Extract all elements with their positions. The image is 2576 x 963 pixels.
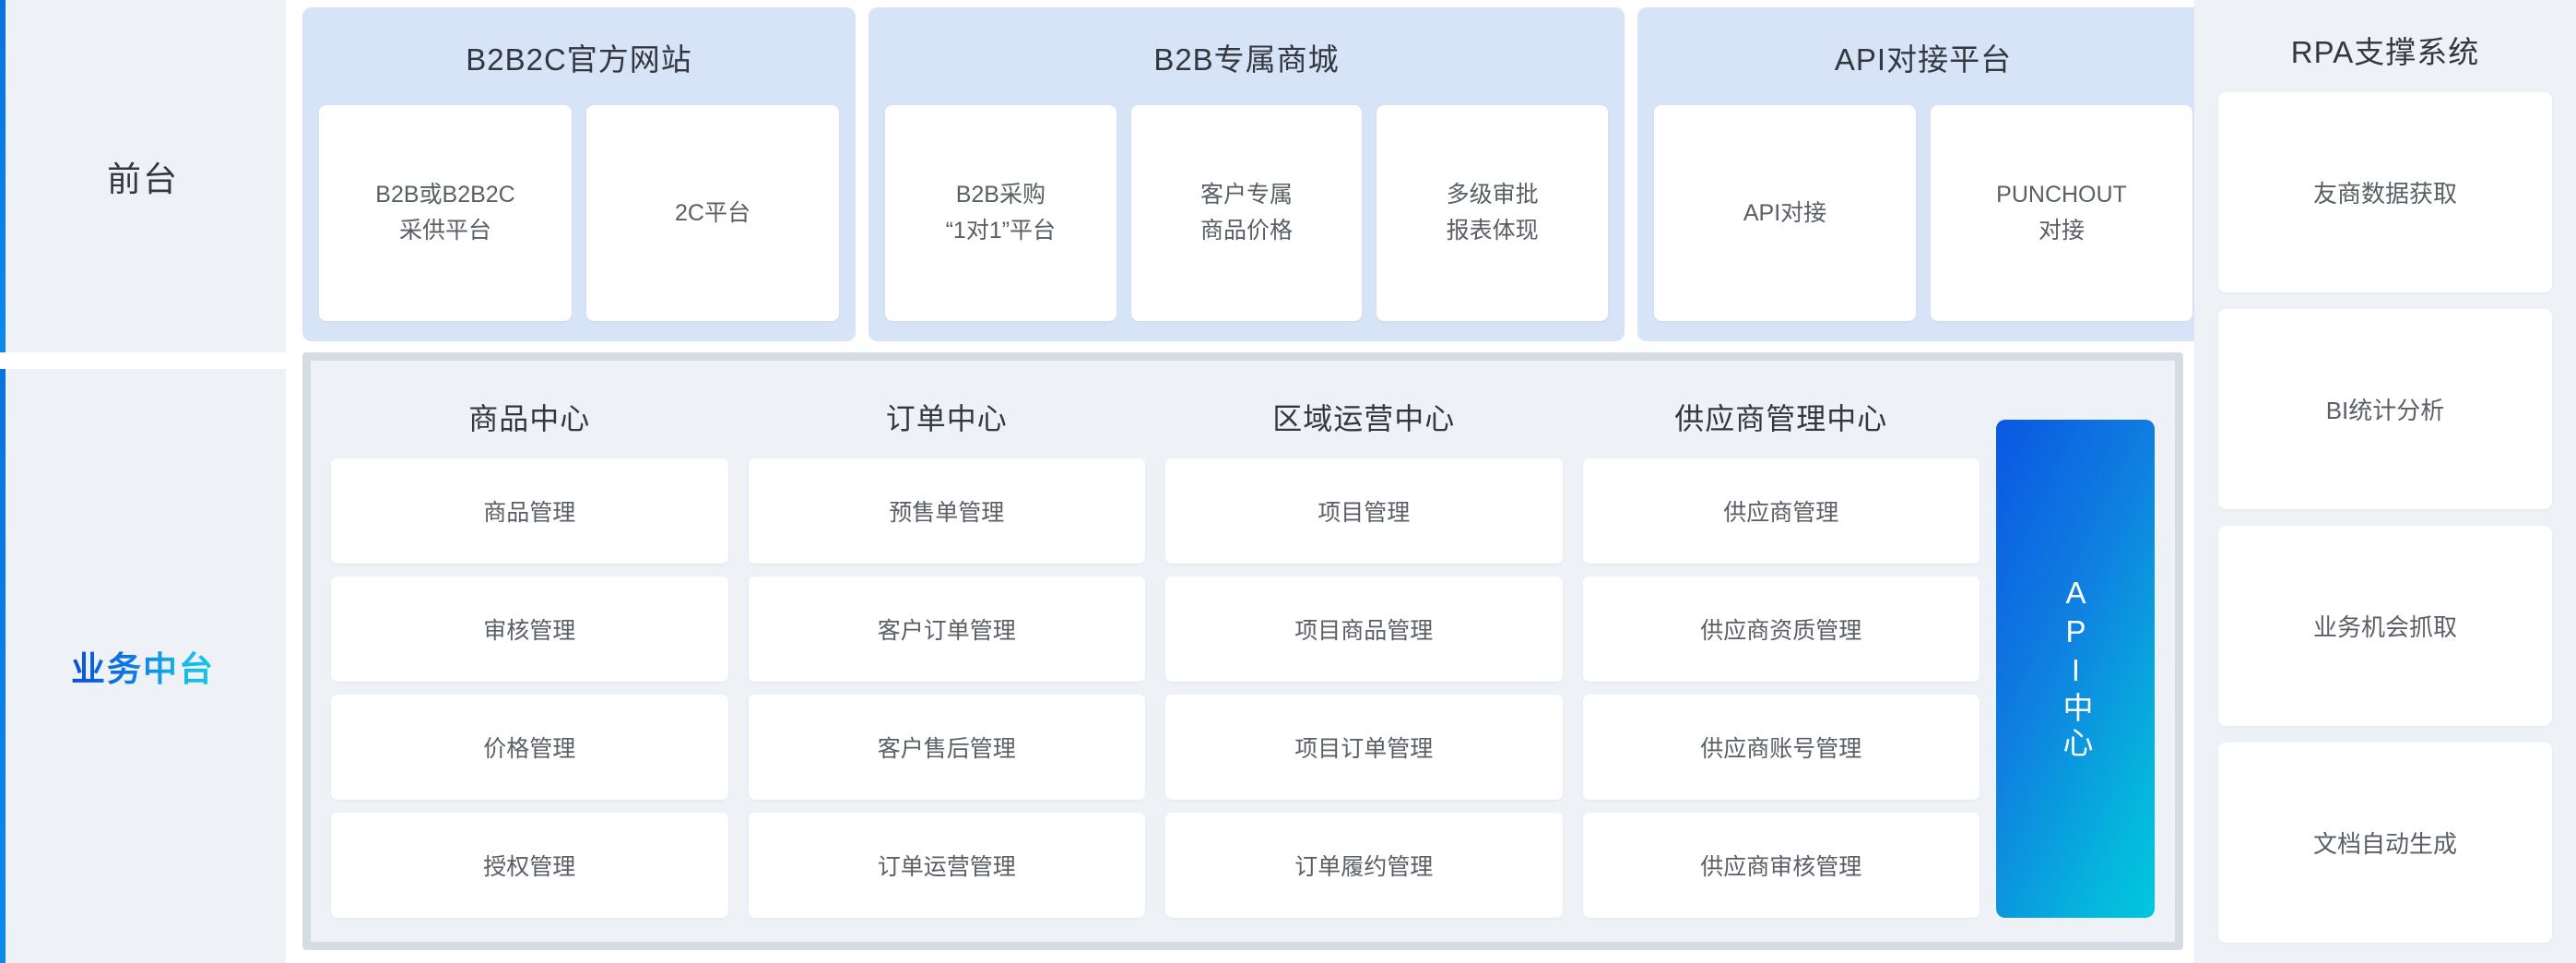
- rail-label-mid-platform: 业务中台: [71, 641, 215, 691]
- mid-column-supplier-management-center: 供应商管理中心 供应商管理 供应商资质管理 供应商账号管理 供应商审核管理: [1582, 372, 1979, 918]
- mid-column-item-list: 预售单管理 客户订单管理 客户售后管理 订单运营管理: [748, 458, 1145, 918]
- tile-label-line1: API对接: [1743, 199, 1827, 226]
- tile-label-line1: B2B采购: [955, 182, 1046, 208]
- tile-label-line2: 报表体现: [1446, 218, 1539, 244]
- front-layer-band: B2B2C官方网站 B2B或B2B2C 采供平台 2C平台: [286, 0, 2209, 352]
- mid-item-audit-management[interactable]: 审核管理: [331, 577, 728, 682]
- tile-label-line2: 对接: [2038, 218, 2085, 244]
- mid-column-title: 区域运营中心: [1272, 402, 1456, 435]
- mid-item-presale-order-management[interactable]: 预售单管理: [748, 458, 1145, 564]
- rail-cell-front: 前台: [0, 0, 286, 352]
- rpa-item-competitor-data-acquisition[interactable]: 友商数据获取: [2218, 92, 2552, 292]
- group-title: API对接平台: [1834, 42, 2013, 77]
- mid-column-title: 供应商管理中心: [1674, 402, 1888, 435]
- rail-divider: [0, 352, 286, 369]
- mid-column-title: 商品中心: [468, 402, 591, 435]
- tile-label-line2: 商品价格: [1200, 218, 1294, 244]
- rail-cell-mid-platform: 业务中台: [0, 369, 286, 963]
- mid-column-item-list: 供应商管理 供应商资质管理 供应商账号管理 供应商审核管理: [1582, 458, 1979, 918]
- mid-item-authorization-management[interactable]: 授权管理: [331, 813, 728, 918]
- mid-item-price-management[interactable]: 价格管理: [331, 695, 728, 800]
- group-card-list: API对接 PUNCHOUT 对接: [1654, 105, 2192, 321]
- group-title: B2B专属商城: [1153, 42, 1340, 77]
- mid-item-product-management[interactable]: 商品管理: [331, 458, 728, 564]
- tile-multilevel-approval-report[interactable]: 多级审批 报表体现: [1377, 105, 1609, 321]
- api-center-panel[interactable]: API中心: [1996, 420, 2155, 918]
- mid-item-supplier-audit-management[interactable]: 供应商审核管理: [1582, 813, 1979, 918]
- group-title: B2B2C官方网站: [466, 42, 692, 77]
- rpa-item-list: 友商数据获取 BI统计分析 业务机会抓取 文档自动生成: [2218, 92, 2552, 943]
- tile-label-line1: 多级审批: [1446, 182, 1539, 208]
- group-api-platform: API对接平台 API对接 PUNCHOUT 对接: [1637, 7, 2209, 341]
- mid-column-title: 订单中心: [885, 402, 1008, 435]
- rpa-item-document-auto-generation[interactable]: 文档自动生成: [2218, 743, 2552, 943]
- tile-label-line1: 客户专属: [1200, 182, 1294, 208]
- tile-punchout-docking[interactable]: PUNCHOUT 对接: [1931, 105, 2192, 321]
- rpa-title: RPA支撑系统: [2290, 35, 2480, 69]
- mid-platform-band: 商品中心 商品管理 审核管理 价格管理 授权管理 订单中心 预售单管理 客户订单…: [286, 352, 2194, 963]
- mid-item-supplier-account-management[interactable]: 供应商账号管理: [1582, 695, 1979, 800]
- mid-column-regional-operation-center: 区域运营中心 项目管理 项目商品管理 项目订单管理 订单履约管理: [1165, 372, 1563, 918]
- rpa-item-bi-statistics-analysis[interactable]: BI统计分析: [2218, 309, 2552, 509]
- tile-label-line1: PUNCHOUT: [1996, 182, 2127, 208]
- group-card-list: B2B采购 “1对1”平台 客户专属 商品价格 多级审批 报表体现: [885, 105, 1609, 321]
- mid-item-supplier-qualification-management[interactable]: 供应商资质管理: [1582, 577, 1979, 682]
- mid-item-customer-aftersales-management[interactable]: 客户售后管理: [748, 695, 1145, 800]
- tile-customer-exclusive-price[interactable]: 客户专属 商品价格: [1130, 105, 1363, 321]
- rpa-support-column: RPA支撑系统 友商数据获取 BI统计分析 业务机会抓取 文档自动生成: [2194, 0, 2576, 963]
- rpa-item-business-opportunity-capture[interactable]: 业务机会抓取: [2218, 526, 2552, 726]
- mid-item-project-product-management[interactable]: 项目商品管理: [1165, 577, 1563, 682]
- mid-item-project-order-management[interactable]: 项目订单管理: [1165, 695, 1563, 800]
- tile-label-line2: 采供平台: [398, 218, 491, 244]
- mid-item-project-management[interactable]: 项目管理: [1165, 458, 1563, 564]
- tile-api-docking[interactable]: API对接: [1654, 105, 1916, 321]
- group-card-list: B2B或B2B2C 采供平台 2C平台: [319, 105, 839, 321]
- tile-2c-platform[interactable]: 2C平台: [586, 105, 839, 321]
- rail-label-front: 前台: [107, 160, 179, 198]
- mid-column-order-center: 订单中心 预售单管理 客户订单管理 客户售后管理 订单运营管理: [748, 372, 1145, 918]
- mid-item-order-operation-management[interactable]: 订单运营管理: [748, 813, 1145, 918]
- group-b2b2c-website: B2B2C官方网站 B2B或B2B2C 采供平台 2C平台: [302, 7, 856, 341]
- mid-item-supplier-management[interactable]: 供应商管理: [1582, 458, 1979, 564]
- mid-column-item-list: 项目管理 项目商品管理 项目订单管理 订单履约管理: [1165, 458, 1563, 918]
- mid-platform-columns: 商品中心 商品管理 审核管理 价格管理 授权管理 订单中心 预售单管理 客户订单…: [331, 372, 1979, 918]
- mid-column-item-list: 商品管理 审核管理 价格管理 授权管理: [331, 458, 728, 918]
- tile-label-line2: “1对1”平台: [945, 218, 1057, 244]
- api-center-label: API中心: [2059, 576, 2093, 762]
- layer-rail: 前台 业务中台: [0, 0, 286, 963]
- mid-platform-frame: 商品中心 商品管理 审核管理 价格管理 授权管理 订单中心 预售单管理 客户订单…: [302, 352, 2183, 950]
- mid-column-product-center: 商品中心 商品管理 审核管理 价格管理 授权管理: [331, 372, 728, 918]
- tile-b2b-or-b2b2c-platform[interactable]: B2B或B2B2C 采供平台: [319, 105, 572, 321]
- mid-item-order-fulfillment-management[interactable]: 订单履约管理: [1165, 813, 1563, 918]
- tile-label-line1: 2C平台: [675, 199, 750, 226]
- group-b2b-mall: B2B专属商城 B2B采购 “1对1”平台 客户专属 商品价格: [869, 7, 1625, 341]
- mid-item-customer-order-management[interactable]: 客户订单管理: [748, 577, 1145, 682]
- tile-b2b-purchase-one-to-one[interactable]: B2B采购 “1对1”平台: [885, 105, 1117, 321]
- tile-label-line1: B2B或B2B2C: [375, 182, 515, 208]
- center-stack: B2B2C官方网站 B2B或B2B2C 采供平台 2C平台: [286, 0, 2209, 963]
